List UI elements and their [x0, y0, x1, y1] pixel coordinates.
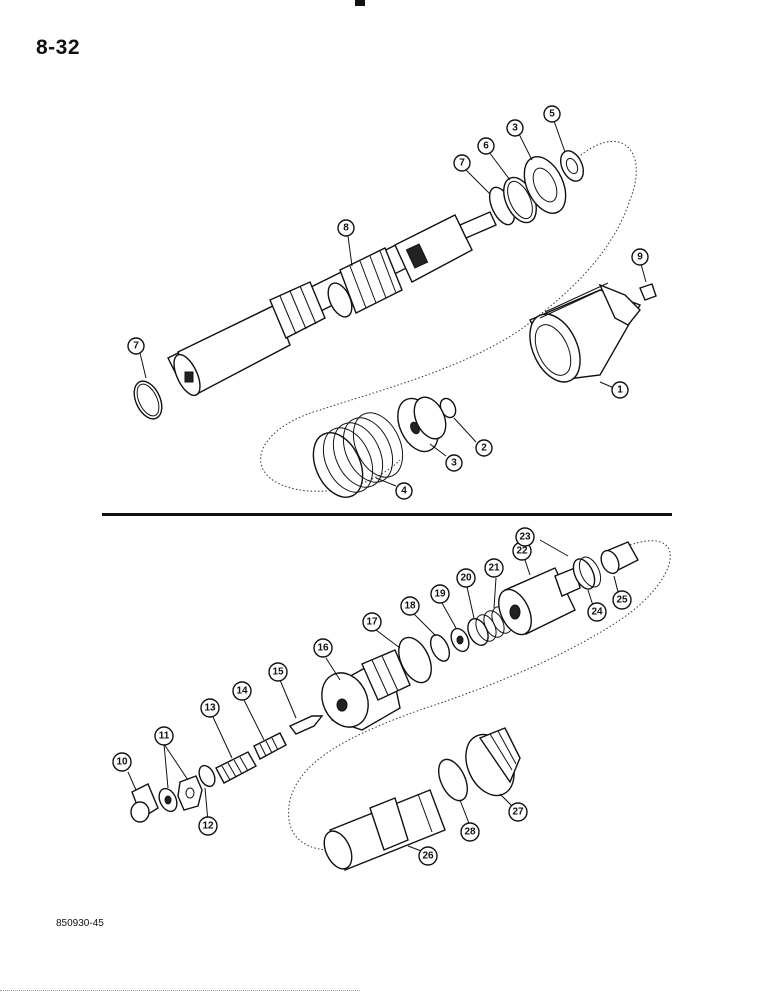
callout-7-right: 7 — [453, 154, 471, 172]
svg-text:21: 21 — [488, 563, 500, 574]
svg-text:27: 27 — [512, 807, 524, 818]
part-1-end-cap — [529, 282, 642, 383]
callout-13: 13 — [200, 698, 220, 718]
part-18-backup-ring — [429, 634, 451, 662]
part-22-valve-body — [498, 567, 581, 636]
svg-text:19: 19 — [434, 589, 446, 600]
svg-text:6: 6 — [483, 141, 489, 152]
part-16-relief-valve-housing — [321, 649, 411, 731]
svg-text:23: 23 — [519, 532, 531, 543]
callout-20: 20 — [456, 568, 476, 588]
callout-21: 21 — [484, 558, 504, 578]
svg-text:10: 10 — [116, 757, 128, 768]
part-10-acorn-nut — [130, 783, 159, 823]
part-12-washer — [198, 764, 216, 788]
part-14-spring — [253, 732, 287, 760]
part-3-retainer-lower — [397, 396, 447, 453]
part-21-spring — [467, 606, 513, 646]
upper-assembly-guide-line — [260, 141, 637, 492]
svg-text:2: 2 — [481, 443, 487, 454]
callout-8: 8 — [337, 219, 355, 237]
callout-7-left: 7 — [127, 337, 145, 355]
callout-18: 18 — [400, 596, 420, 616]
lower-assembly: 10 11 12 13 14 15 16 17 18 19 20 21 22 2… — [112, 527, 671, 871]
svg-text:28: 28 — [464, 827, 476, 838]
svg-text:3: 3 — [512, 123, 518, 134]
figure-code: 850930-45 — [56, 918, 104, 929]
callout-16: 16 — [313, 638, 333, 658]
callout-24: 24 — [587, 602, 607, 622]
part-17-o-ring — [398, 636, 432, 684]
svg-text:1: 1 — [617, 385, 623, 396]
callout-5: 5 — [543, 105, 561, 123]
callout-3-upper: 3 — [506, 119, 524, 137]
svg-text:14: 14 — [236, 686, 248, 697]
part-28-o-ring — [437, 758, 469, 802]
svg-text:26: 26 — [422, 851, 434, 862]
callout-14: 14 — [232, 681, 252, 701]
callout-11: 11 — [154, 726, 174, 746]
callout-6: 6 — [477, 137, 495, 155]
part-13-adjusting-screw — [215, 751, 257, 784]
callout-28: 28 — [460, 822, 480, 842]
svg-text:15: 15 — [272, 667, 284, 678]
callout-2: 2 — [475, 439, 493, 457]
svg-text:25: 25 — [616, 595, 628, 606]
svg-text:24: 24 — [591, 607, 603, 618]
callout-19: 19 — [430, 584, 450, 604]
svg-text:7: 7 — [133, 341, 139, 352]
svg-text:17: 17 — [366, 617, 378, 628]
svg-text:13: 13 — [204, 703, 216, 714]
callout-9: 9 — [631, 248, 649, 266]
svg-text:5: 5 — [549, 109, 555, 120]
part-4-spring — [312, 412, 404, 498]
part-27-plug — [465, 727, 521, 797]
svg-text:3: 3 — [451, 458, 457, 469]
svg-text:16: 16 — [317, 643, 329, 654]
part-25-sleeve — [600, 541, 639, 575]
svg-text:11: 11 — [159, 731, 170, 742]
callout-10: 10 — [112, 752, 132, 772]
callout-26: 26 — [418, 846, 438, 866]
callout-23: 23 — [515, 527, 535, 547]
svg-text:8: 8 — [343, 223, 349, 234]
callout-15: 15 — [268, 662, 288, 682]
svg-text:4: 4 — [401, 486, 407, 497]
section-divider — [102, 513, 672, 516]
lower-assembly-guide-line — [288, 540, 671, 851]
part-11-nut — [177, 775, 203, 811]
callout-27: 27 — [508, 802, 528, 822]
callout-1: 1 — [611, 381, 629, 399]
part-9-plug — [639, 283, 657, 301]
part-15-poppet — [288, 715, 324, 735]
svg-text:20: 20 — [460, 573, 472, 584]
callout-4: 4 — [395, 482, 413, 500]
callout-25: 25 — [612, 590, 632, 610]
svg-text:7: 7 — [459, 158, 465, 169]
svg-text:22: 22 — [516, 546, 528, 557]
upper-assembly: 7 8 7 6 3 5 9 1 2 3 4 — [127, 105, 657, 500]
svg-text:9: 9 — [637, 252, 643, 263]
part-8-spool — [167, 211, 497, 397]
bottom-margin-dots — [0, 990, 360, 992]
top-edge-mark — [355, 0, 365, 6]
callout-12: 12 — [198, 816, 218, 836]
svg-text:12: 12 — [202, 821, 214, 832]
page-number: 8-32 — [36, 36, 81, 59]
svg-text:18: 18 — [404, 601, 416, 612]
part-26-spool — [323, 789, 446, 871]
callout-3-lower: 3 — [445, 454, 463, 472]
part-7-o-ring-left — [133, 380, 163, 420]
part-24-o-ring — [572, 558, 596, 590]
callout-17: 17 — [362, 612, 382, 632]
